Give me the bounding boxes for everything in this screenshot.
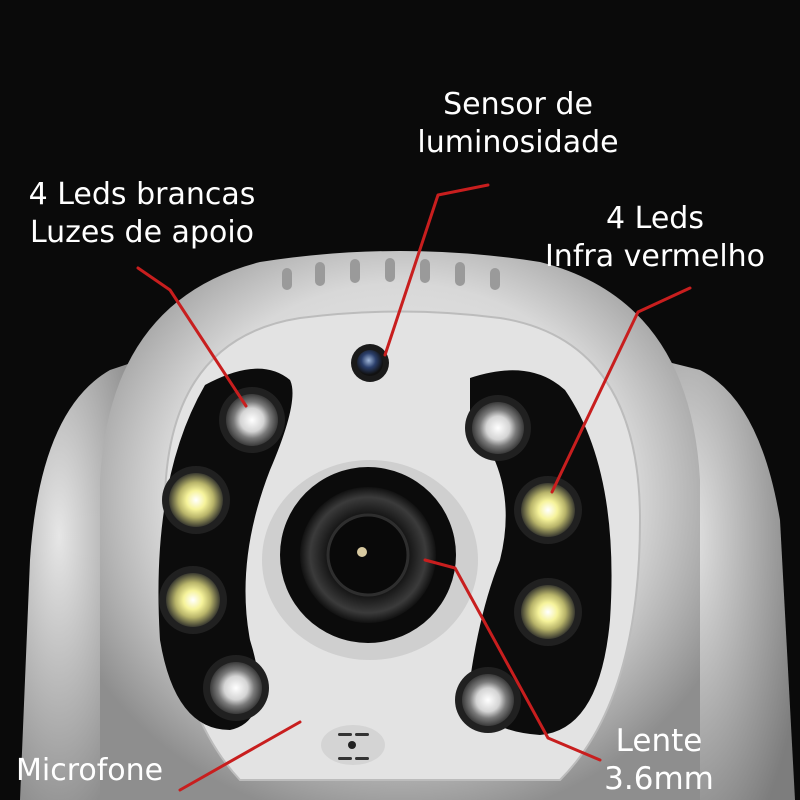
label-microphone-line1: Microfone [16,753,164,788]
infrared-led [514,578,582,646]
label-light-sensor-line1: Sensor de [443,87,593,122]
label-lens: Lente 3.6mm [604,722,714,798]
label-white-leds-line2: Luzes de apoio [29,215,255,250]
label-infrared-leds-line2: Infra vermelho [544,239,766,274]
camera-lens [262,460,478,660]
leader-line-lens [423,558,602,762]
infrared-led [455,667,521,733]
leader-line-infrared-leds [550,286,692,494]
vent-slots [282,258,500,290]
leader-line-white-leds [136,266,248,408]
leader-line-microphone [178,720,302,792]
infrared-led [465,395,531,461]
white-led [159,566,227,634]
label-microphone: Microfone [16,752,186,790]
label-infrared-leds: 4 Leds Infra vermelho [505,200,800,276]
label-white-leds-line1: 4 Leds brancas [28,177,256,212]
label-light-sensor: Sensor de luminosidade [368,86,668,162]
microphone-grille [321,725,385,765]
label-light-sensor-line2: luminosidade [417,125,619,160]
label-lens-line1: Lente [615,723,703,759]
label-white-leds: 4 Leds brancas Luzes de apoio [0,176,292,252]
white-led [219,387,285,453]
light-sensor [351,344,389,382]
infrared-led [514,476,582,544]
leader-line-light-sensor [383,183,490,357]
right-led-panel [470,370,612,735]
label-lens-line2: 3.6mm [604,761,714,797]
white-led [203,655,269,721]
white-led [162,466,230,534]
left-led-panel [158,368,293,730]
label-infrared-leds-line1: 4 Leds [606,201,704,236]
